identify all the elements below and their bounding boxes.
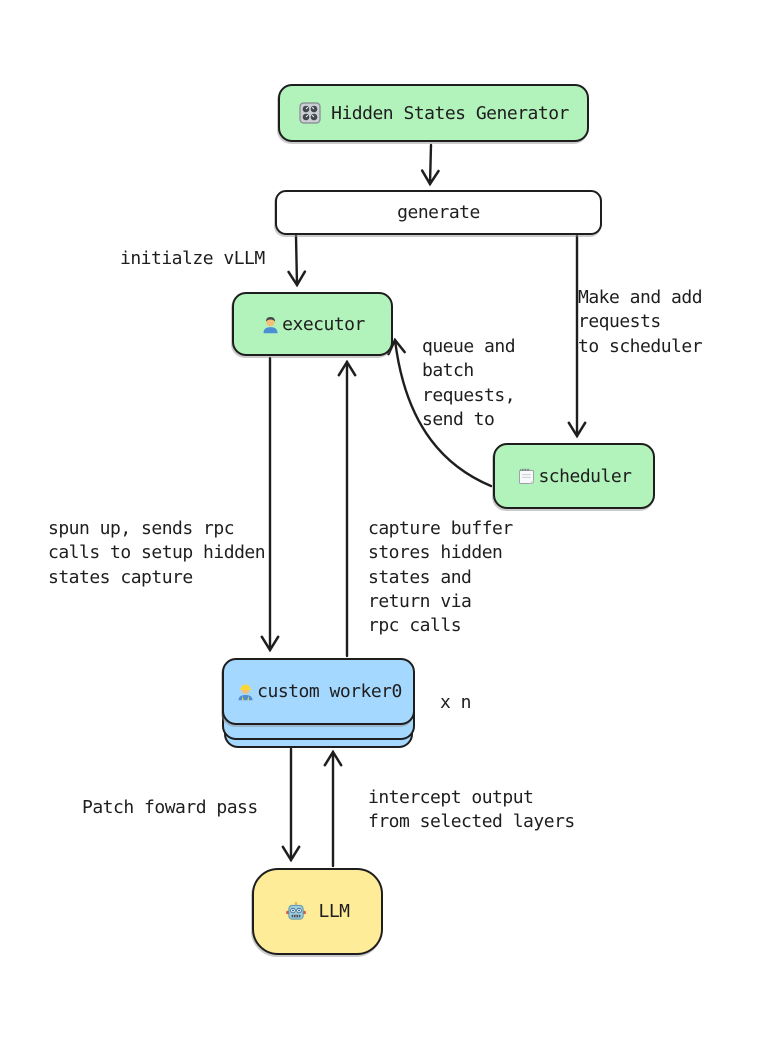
control-knobs-icon xyxy=(298,101,322,125)
robot-icon xyxy=(285,901,307,923)
node-scheduler: scheduler xyxy=(493,443,655,509)
edge-label-spun-up-rpc: spun up, sends rpc calls to setup hidden… xyxy=(48,518,266,588)
node-label: Hidden States Generator xyxy=(331,102,569,124)
edge-generator-generate xyxy=(420,143,440,187)
construction-worker-icon xyxy=(235,681,256,702)
edge-generate-executor xyxy=(287,234,307,288)
node-generate: generate xyxy=(275,190,602,235)
spiral-notepad-icon xyxy=(516,466,537,487)
edge-label-initialize-vllm: initialze vLLM xyxy=(120,248,265,269)
node-label: LLM xyxy=(318,901,350,922)
edge-label-make-add-requests: Make and add requests to scheduler xyxy=(578,287,703,357)
node-executor: executor xyxy=(232,292,393,356)
node-custom-worker: custom worker0 xyxy=(222,658,415,725)
node-label: custom worker0 xyxy=(257,681,402,702)
edge-label-queue-batch: queue and batch requests, send to xyxy=(422,336,516,430)
edge-label-capture-buffer: capture buffer stores hidden states and … xyxy=(368,518,513,637)
node-llm: LLM xyxy=(252,868,383,955)
mechanic-person-icon xyxy=(260,314,281,335)
node-hidden-states-generator: Hidden States Generator xyxy=(278,84,589,142)
edge-label-patch-forward: Patch foward pass xyxy=(82,797,258,818)
edge-label-intercept-output: intercept output from selected layers xyxy=(368,787,575,833)
node-label: scheduler xyxy=(538,465,632,487)
node-label: generate xyxy=(397,202,480,223)
node-label: executor xyxy=(282,313,365,335)
worker-count-label: x n xyxy=(440,692,472,713)
